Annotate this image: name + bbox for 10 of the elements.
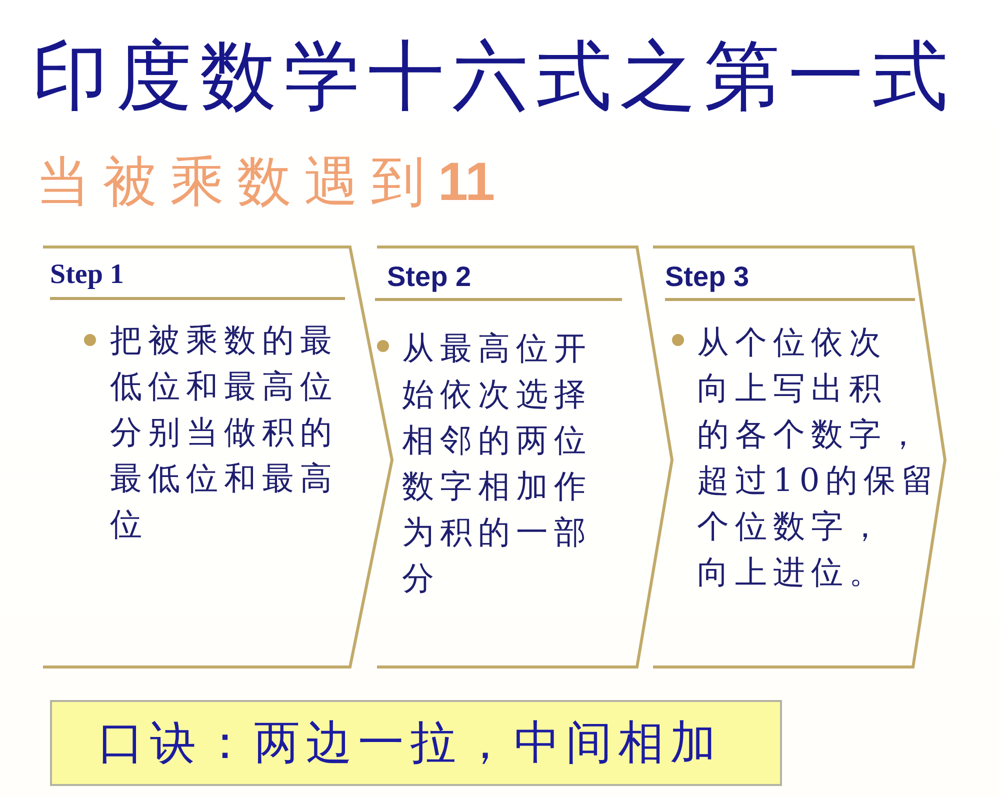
step-heading: Step 2 [387,260,472,294]
step-description: 从个位依次向上写出积的各个数字，超过10的保留个位数字，向上进位。 [697,322,940,593]
step-heading: Step 3 [665,260,750,294]
step-description: 把被乘数的最低位和最高位分别当做积的最低位和最高位 [110,320,338,545]
page-title: 印度数学十六式之第一式 [32,30,956,122]
mnemonic-box [50,700,782,786]
chevron-step [651,245,947,669]
step-heading: Step 1 [50,258,124,292]
mnemonic-text: 口诀：两边一拉，中间相加 [98,715,722,771]
step-description: 从最高位开始依次选择相邻的两位数字相加作为积的一部分 [402,328,592,599]
